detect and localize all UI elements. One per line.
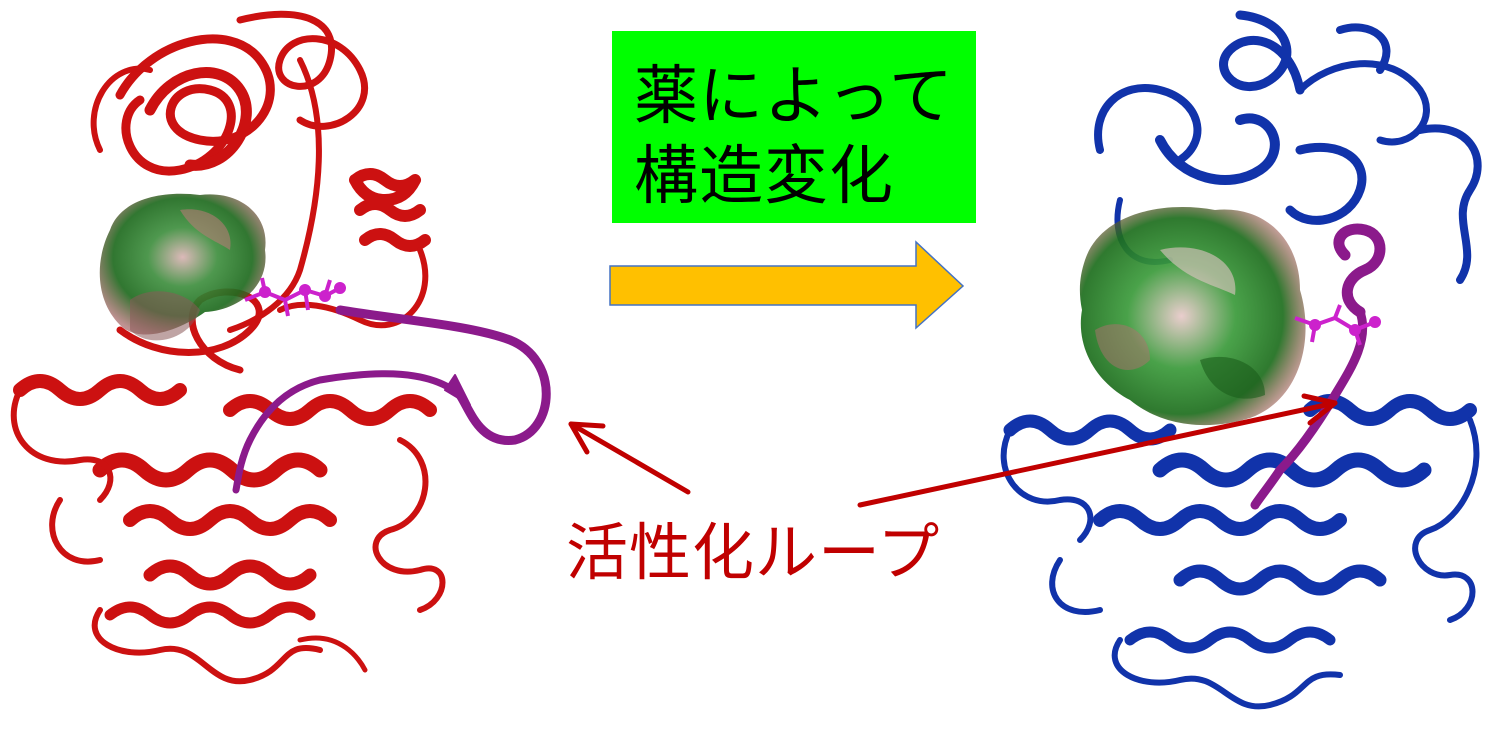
drug-induced-change-callout: 薬によって 構造変化 xyxy=(612,31,976,223)
callout-line-2: 構造変化 xyxy=(634,140,894,214)
transition-arrow xyxy=(609,240,965,330)
pointer-arrow-right xyxy=(857,393,1338,508)
right-binding-pocket-surface xyxy=(1079,207,1306,426)
left-activation-loop xyxy=(232,305,551,494)
right-protein-ribbon xyxy=(1000,10,1482,710)
right-activation-loop xyxy=(1250,223,1386,510)
left-ligand xyxy=(244,277,346,317)
left-protein-ribbon xyxy=(10,10,446,685)
pointer-arrow-left xyxy=(568,421,691,495)
left-binding-pocket-surface xyxy=(99,193,266,341)
activation-loop-label: 活性化ループ xyxy=(566,516,941,589)
right-ligand xyxy=(1294,304,1381,346)
callout-line-1: 薬によって xyxy=(634,60,954,134)
